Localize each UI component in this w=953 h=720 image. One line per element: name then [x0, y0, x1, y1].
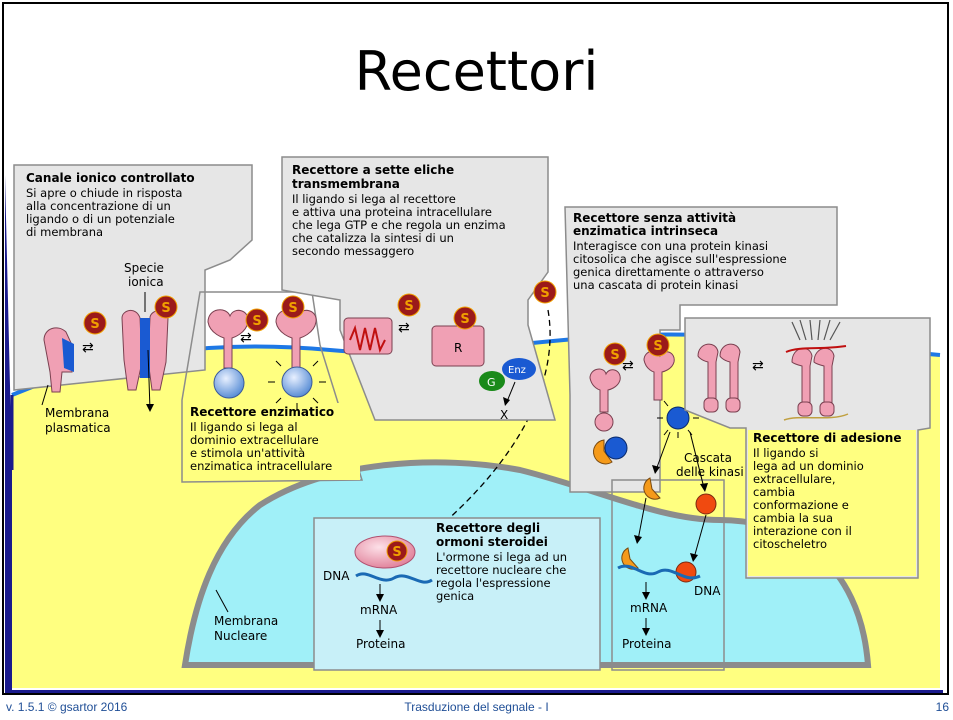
ligand-6: S — [454, 307, 476, 329]
seven-tm-receptor-active: R — [432, 326, 484, 366]
enzymatic-line-3: e stimola un'attività — [190, 446, 305, 460]
adhesion-line-3: extracellulare, — [753, 472, 836, 486]
protein-label-left: Proteina — [356, 637, 405, 651]
equilibrium-arrows-5: ⇄ — [752, 358, 764, 374]
adhesion-line-2: lega ad un dominio — [753, 459, 864, 473]
enzymatic-line-2: dominio extracellulare — [190, 433, 319, 447]
ligand-5: S — [398, 294, 420, 316]
ligand-9: S — [647, 334, 669, 356]
svg-text:S: S — [288, 301, 297, 316]
adhesion-line-6: cambia la sua — [753, 511, 833, 525]
footer-page-number: 16 — [936, 700, 949, 714]
kinase-cascade-label-2: delle kinasi — [676, 465, 744, 479]
steroid-line-2: recettore nucleare che — [436, 563, 566, 577]
kinase-red-1 — [696, 494, 716, 514]
r-label: R — [454, 341, 462, 355]
enzymatic-line-1: Il ligando si lega al — [190, 420, 298, 434]
svg-text:S: S — [460, 312, 469, 327]
steroid-title-2: ormoni steroidei — [436, 535, 548, 549]
receptors-diagram: Canale ionico controllato Si apre o chiu… — [0, 0, 953, 700]
adhesion-line-8: citoscheletro — [753, 537, 827, 551]
seven-tm-line-3: che lega GTP e che regola un enzima — [292, 218, 506, 232]
protein-label-right: Proteina — [622, 637, 671, 651]
ligand-2: S — [155, 296, 177, 318]
adhesion-line-1: Il ligando si — [753, 446, 818, 460]
no-enzyme-title-1: Recettore senza attività — [573, 211, 736, 225]
steroid-line-3: regola l'espressione — [436, 576, 551, 590]
nuclear-membrane-label-1: Membrana — [214, 614, 278, 628]
steroid-line-4: genica — [436, 589, 474, 603]
seven-tm-title-1: Recettore a sette eliche — [292, 163, 454, 177]
svg-text:S: S — [610, 348, 619, 363]
no-enzyme-title-2: enzimatica intrinseca — [573, 224, 718, 238]
ligand-4: S — [282, 296, 304, 318]
ion-channel-line-1: Si apre o chiude in risposta — [26, 186, 182, 200]
enzymatic-title: Recettore enzimatico — [190, 405, 334, 419]
equilibrium-arrows-1: ⇄ — [82, 340, 94, 356]
kinase-cascade-label-1: Cascata — [684, 451, 732, 465]
seven-tm-receptor-inactive — [344, 318, 392, 354]
seven-tm-line-5: secondo messaggero — [292, 244, 414, 258]
ligand-7: S — [534, 281, 556, 303]
dna-label-left: DNA — [323, 569, 350, 583]
no-enzyme-line-4: una cascata di protein kinasi — [573, 278, 738, 292]
plasma-membrane-label-2: plasmatica — [45, 421, 111, 435]
mrna-label-right: mRNA — [630, 601, 668, 615]
svg-text:S: S — [161, 301, 170, 316]
ion-channel-line-4: di membrana — [26, 225, 103, 239]
ion-channel-line-3: ligando o di un potenziale — [26, 212, 175, 226]
nuclear-membrane-label-2: Nucleare — [214, 629, 267, 643]
g-label: G — [487, 376, 496, 389]
enz-label: Enz — [508, 365, 526, 376]
ligand-3: S — [246, 309, 268, 331]
ionic-species-label-2: ionica — [128, 275, 164, 289]
g-protein: G — [479, 371, 505, 391]
enzymatic-line-4: enzimatica intracellulare — [190, 459, 332, 473]
svg-text:S: S — [90, 317, 99, 332]
svg-text:S: S — [392, 545, 401, 560]
adhesion-title: Recettore di adesione — [753, 431, 901, 445]
svg-text:S: S — [653, 339, 662, 354]
ligand-8: S — [604, 343, 626, 365]
seven-tm-title-2: transmembrana — [292, 177, 400, 191]
no-enzyme-line-3: genica direttamente o attraverso — [573, 265, 764, 279]
steroid-title-1: Recettore degli — [436, 521, 540, 535]
adhesion-line-5: conformazione e — [753, 498, 849, 512]
mrna-label-left: mRNA — [360, 603, 398, 617]
no-enzyme-line-2: citosolica che agisce sull'espressione — [573, 252, 787, 266]
x-label: X — [500, 408, 508, 422]
equilibrium-arrows-2: ⇄ — [240, 330, 252, 346]
svg-text:S: S — [404, 299, 413, 314]
seven-tm-line-1: Il ligando si lega al recettore — [292, 192, 456, 206]
plasma-membrane-label-1: Membrana — [45, 406, 109, 420]
effector-enzyme: Enz — [502, 358, 536, 380]
equilibrium-arrows-3: ⇄ — [398, 320, 410, 336]
svg-text:S: S — [540, 286, 549, 301]
steroid-line-1: L'ormone si lega ad un — [436, 550, 567, 564]
seven-tm-line-2: e attiva una proteina intracellulare — [292, 205, 492, 219]
adhesion-line-4: cambia — [753, 485, 795, 499]
footer-subject: Trasduzione del segnale - I — [0, 700, 953, 714]
seven-tm-line-4: che catalizza la sintesi di un — [292, 231, 454, 245]
svg-text:S: S — [252, 314, 261, 329]
ionic-species-label-1: Specie — [124, 261, 164, 275]
ion-channel-line-2: alla concentrazione di un — [26, 199, 171, 213]
ligand-1: S — [84, 312, 106, 334]
adhesion-line-7: interazione con il — [753, 524, 852, 538]
no-enzyme-line-1: Interagisce con una protein kinasi — [573, 239, 768, 253]
dna-label-right: DNA — [694, 584, 721, 598]
ion-channel-title: Canale ionico controllato — [26, 171, 195, 185]
ligand-10: S — [387, 541, 407, 561]
